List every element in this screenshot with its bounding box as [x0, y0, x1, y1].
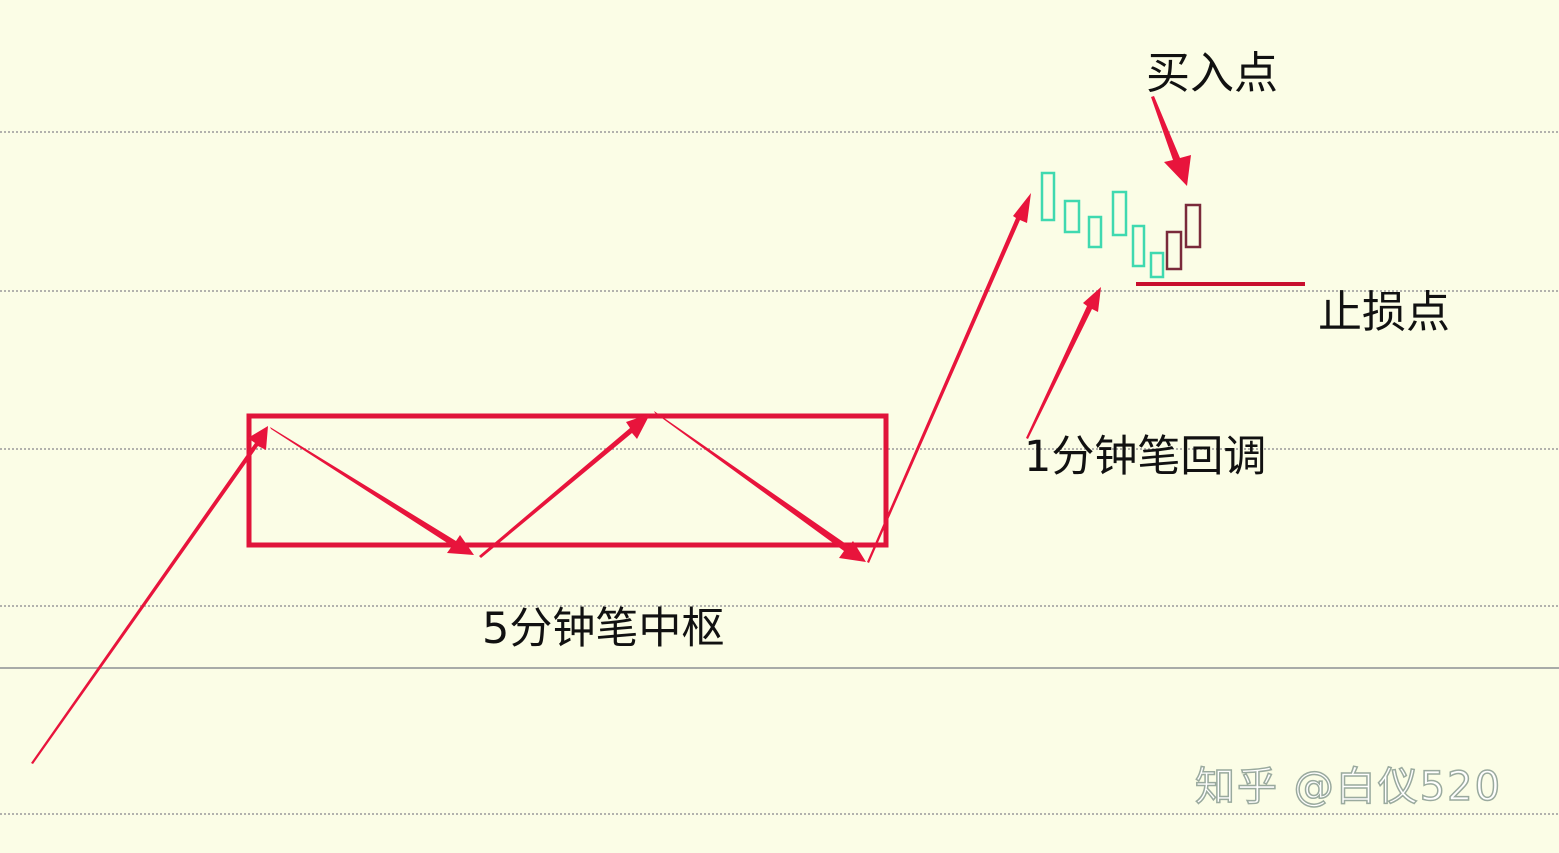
stop-loss-label: 止损点: [1318, 287, 1450, 338]
buy-point-label: 买入点: [1146, 48, 1278, 99]
trend-arrows: [31, 96, 1191, 764]
candle-bull: [1165, 230, 1183, 271]
candle-bull: [1184, 203, 1202, 249]
candle-bear: [1131, 224, 1146, 268]
candle-bear: [1149, 251, 1165, 279]
watermark: 知乎 @白仪520: [1194, 764, 1503, 810]
candle-bear: [1040, 171, 1056, 222]
candle-bear: [1111, 190, 1128, 237]
buy-point-arrow: [1151, 96, 1191, 186]
pullback-label: 1分钟笔回调: [1024, 432, 1267, 482]
pivot-box: [246, 413, 889, 548]
arrow-up-1: [31, 426, 268, 764]
pivot-label: 5分钟笔中枢: [482, 604, 725, 654]
arrow-down-1: [270, 427, 474, 555]
candle-bear: [1087, 215, 1103, 249]
arrow-up-2: [479, 414, 650, 558]
candlesticks: [1040, 171, 1202, 279]
candle-bear: [1063, 199, 1081, 234]
arrow-down-2: [654, 411, 866, 562]
gridlines: [0, 131, 1559, 815]
arrow-up-3: [867, 193, 1031, 563]
pullback-arrow: [1026, 287, 1101, 439]
